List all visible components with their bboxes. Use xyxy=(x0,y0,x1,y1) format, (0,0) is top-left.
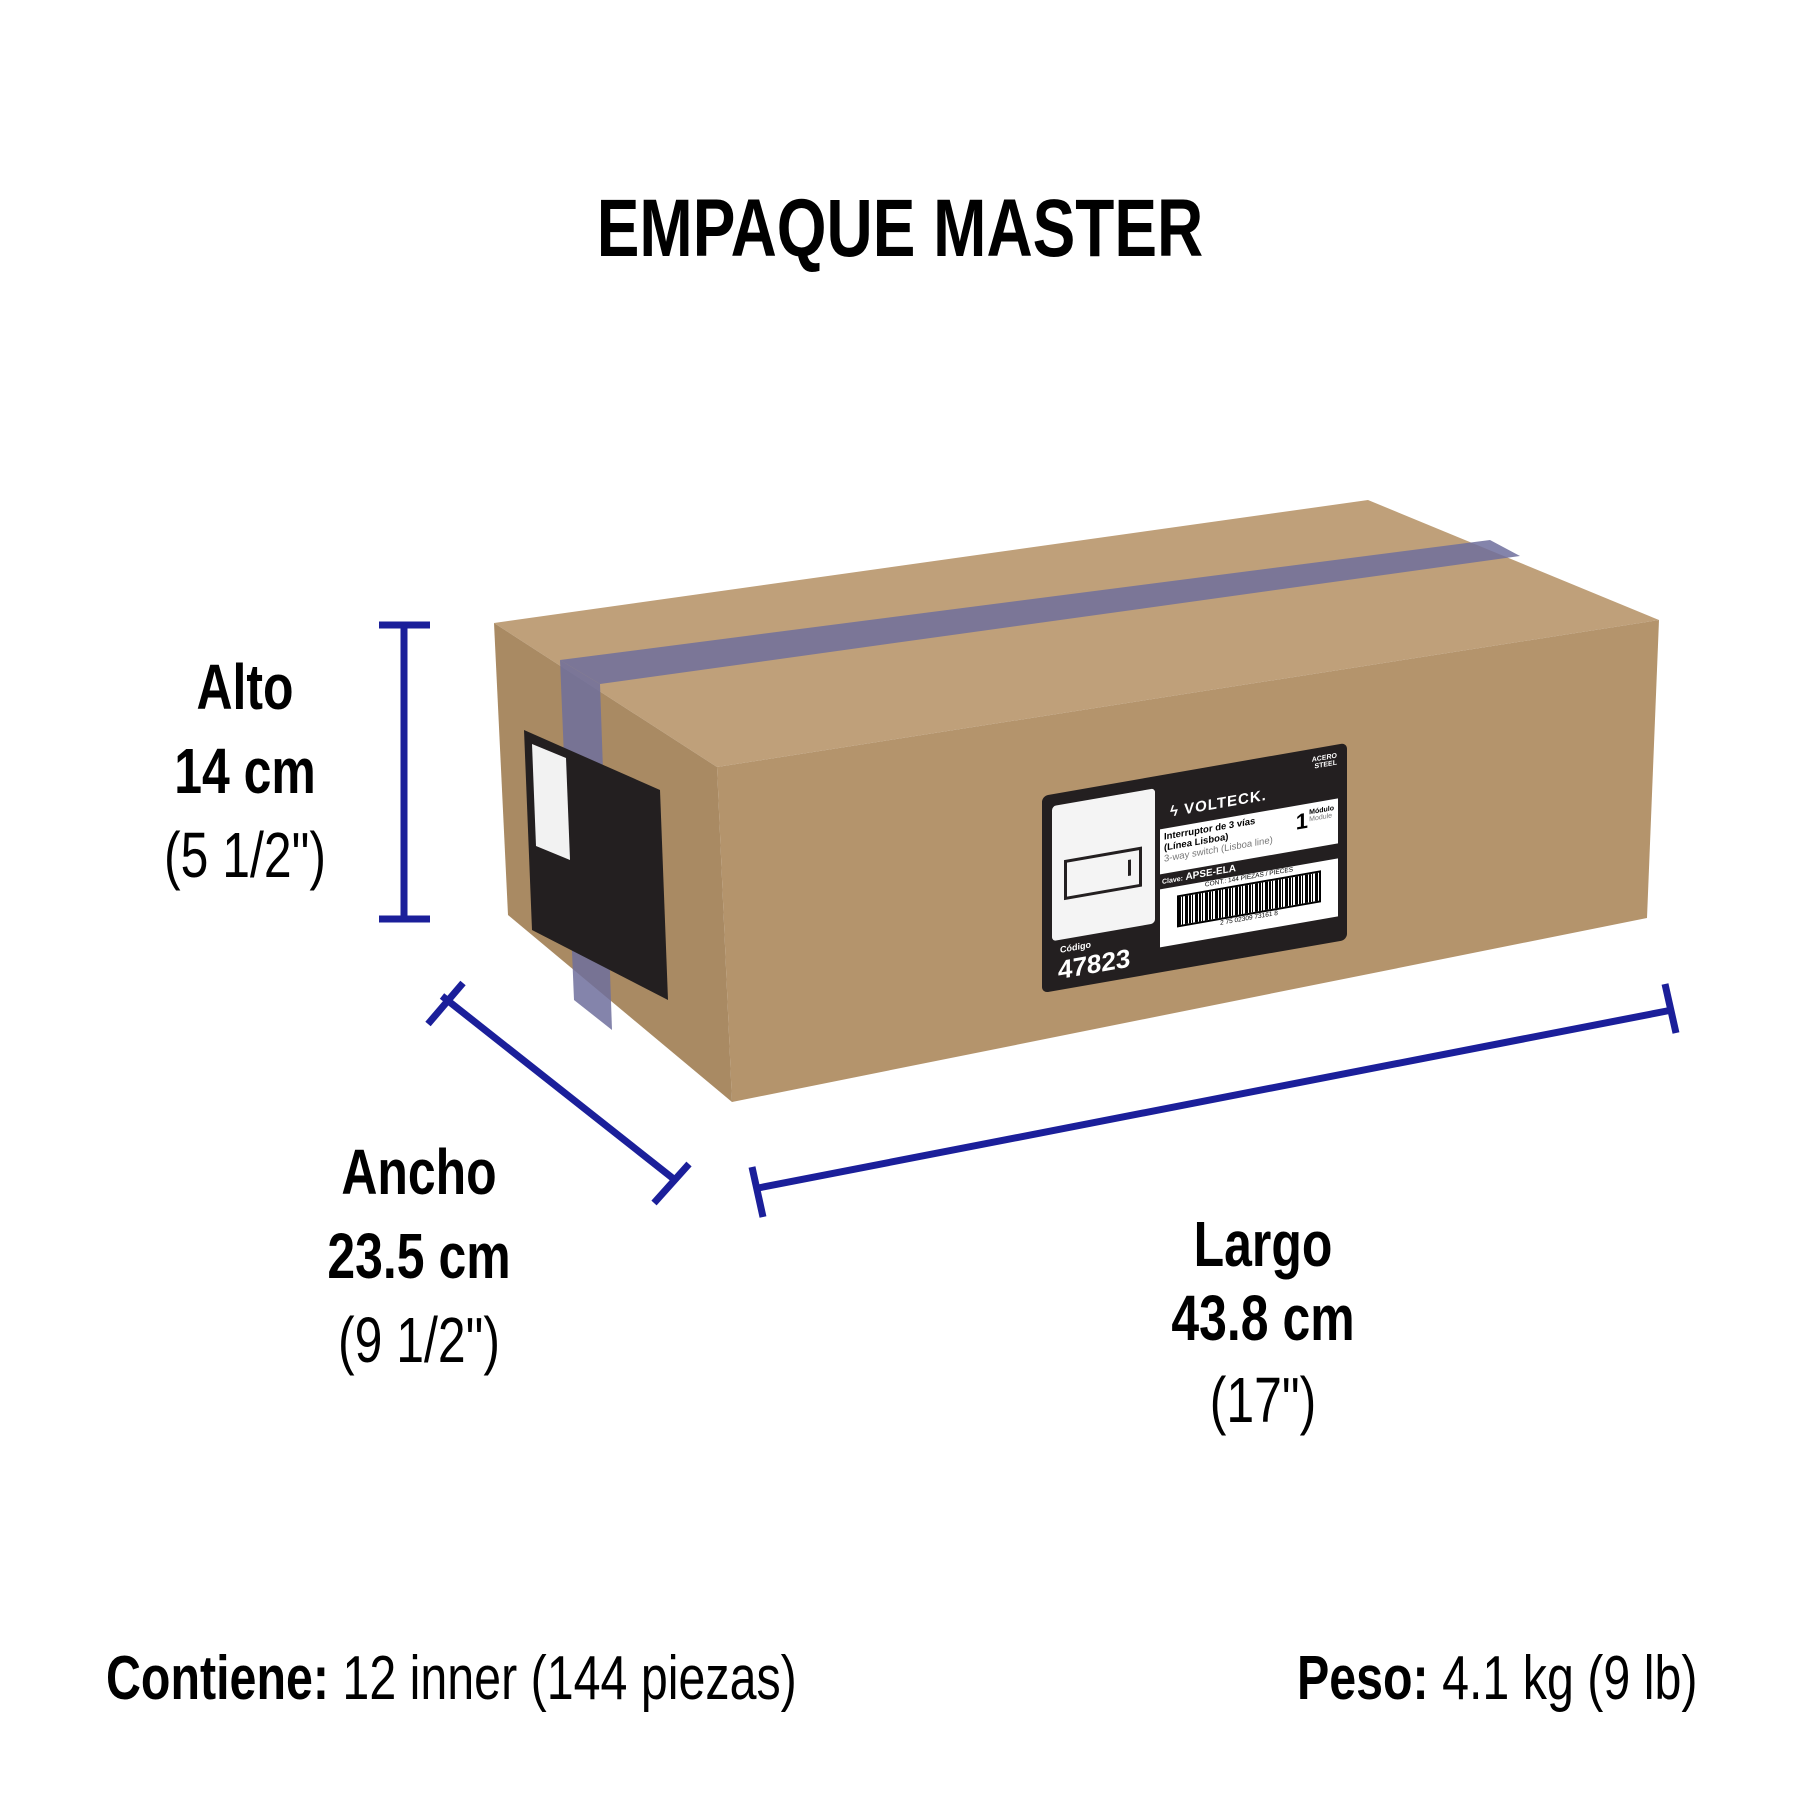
weight-label: Peso: xyxy=(1296,1644,1429,1713)
module-count: 1 xyxy=(1295,807,1308,835)
width-imperial: (9 1/2") xyxy=(338,1304,500,1376)
width-label: Ancho xyxy=(341,1136,497,1208)
length-dimension-line xyxy=(748,983,1680,1218)
length-imperial: (17") xyxy=(1209,1364,1317,1436)
bolt-icon: ϟ xyxy=(1170,802,1179,821)
switch-icon xyxy=(1064,846,1142,901)
clave-label: Clave: xyxy=(1162,875,1184,887)
length-label: Largo xyxy=(1193,1208,1333,1280)
weight-info: Peso: 4.1 kg (9 lb) xyxy=(1296,1648,1697,1710)
tape-top xyxy=(560,540,1520,684)
switch-image xyxy=(1052,788,1155,942)
height-dimension: Alto 14 cm (5 1/2") xyxy=(164,655,326,887)
height-imperial: (5 1/2") xyxy=(164,819,326,891)
length-metric: 43.8 cm xyxy=(1171,1282,1355,1354)
height-dimension-line xyxy=(379,621,430,923)
width-metric: 23.5 cm xyxy=(327,1220,511,1292)
width-dimension: Ancho 23.5 cm (9 1/2") xyxy=(327,1140,510,1372)
width-dimension-line xyxy=(425,980,692,1206)
contents-info: Contiene: 12 inner (144 piezas) xyxy=(106,1648,797,1710)
weight-value: 4.1 kg (9 lb) xyxy=(1441,1644,1697,1713)
page-title: EMPAQUE MASTER xyxy=(596,183,1204,274)
side-label-white xyxy=(532,744,570,860)
contents-label: Contiene: xyxy=(106,1644,329,1713)
length-dimension: Largo 43.8 cm (17") xyxy=(1171,1212,1354,1432)
contents-value: 12 inner (144 piezas) xyxy=(342,1644,797,1713)
height-metric: 14 cm xyxy=(174,735,316,807)
height-label: Alto xyxy=(196,651,294,723)
